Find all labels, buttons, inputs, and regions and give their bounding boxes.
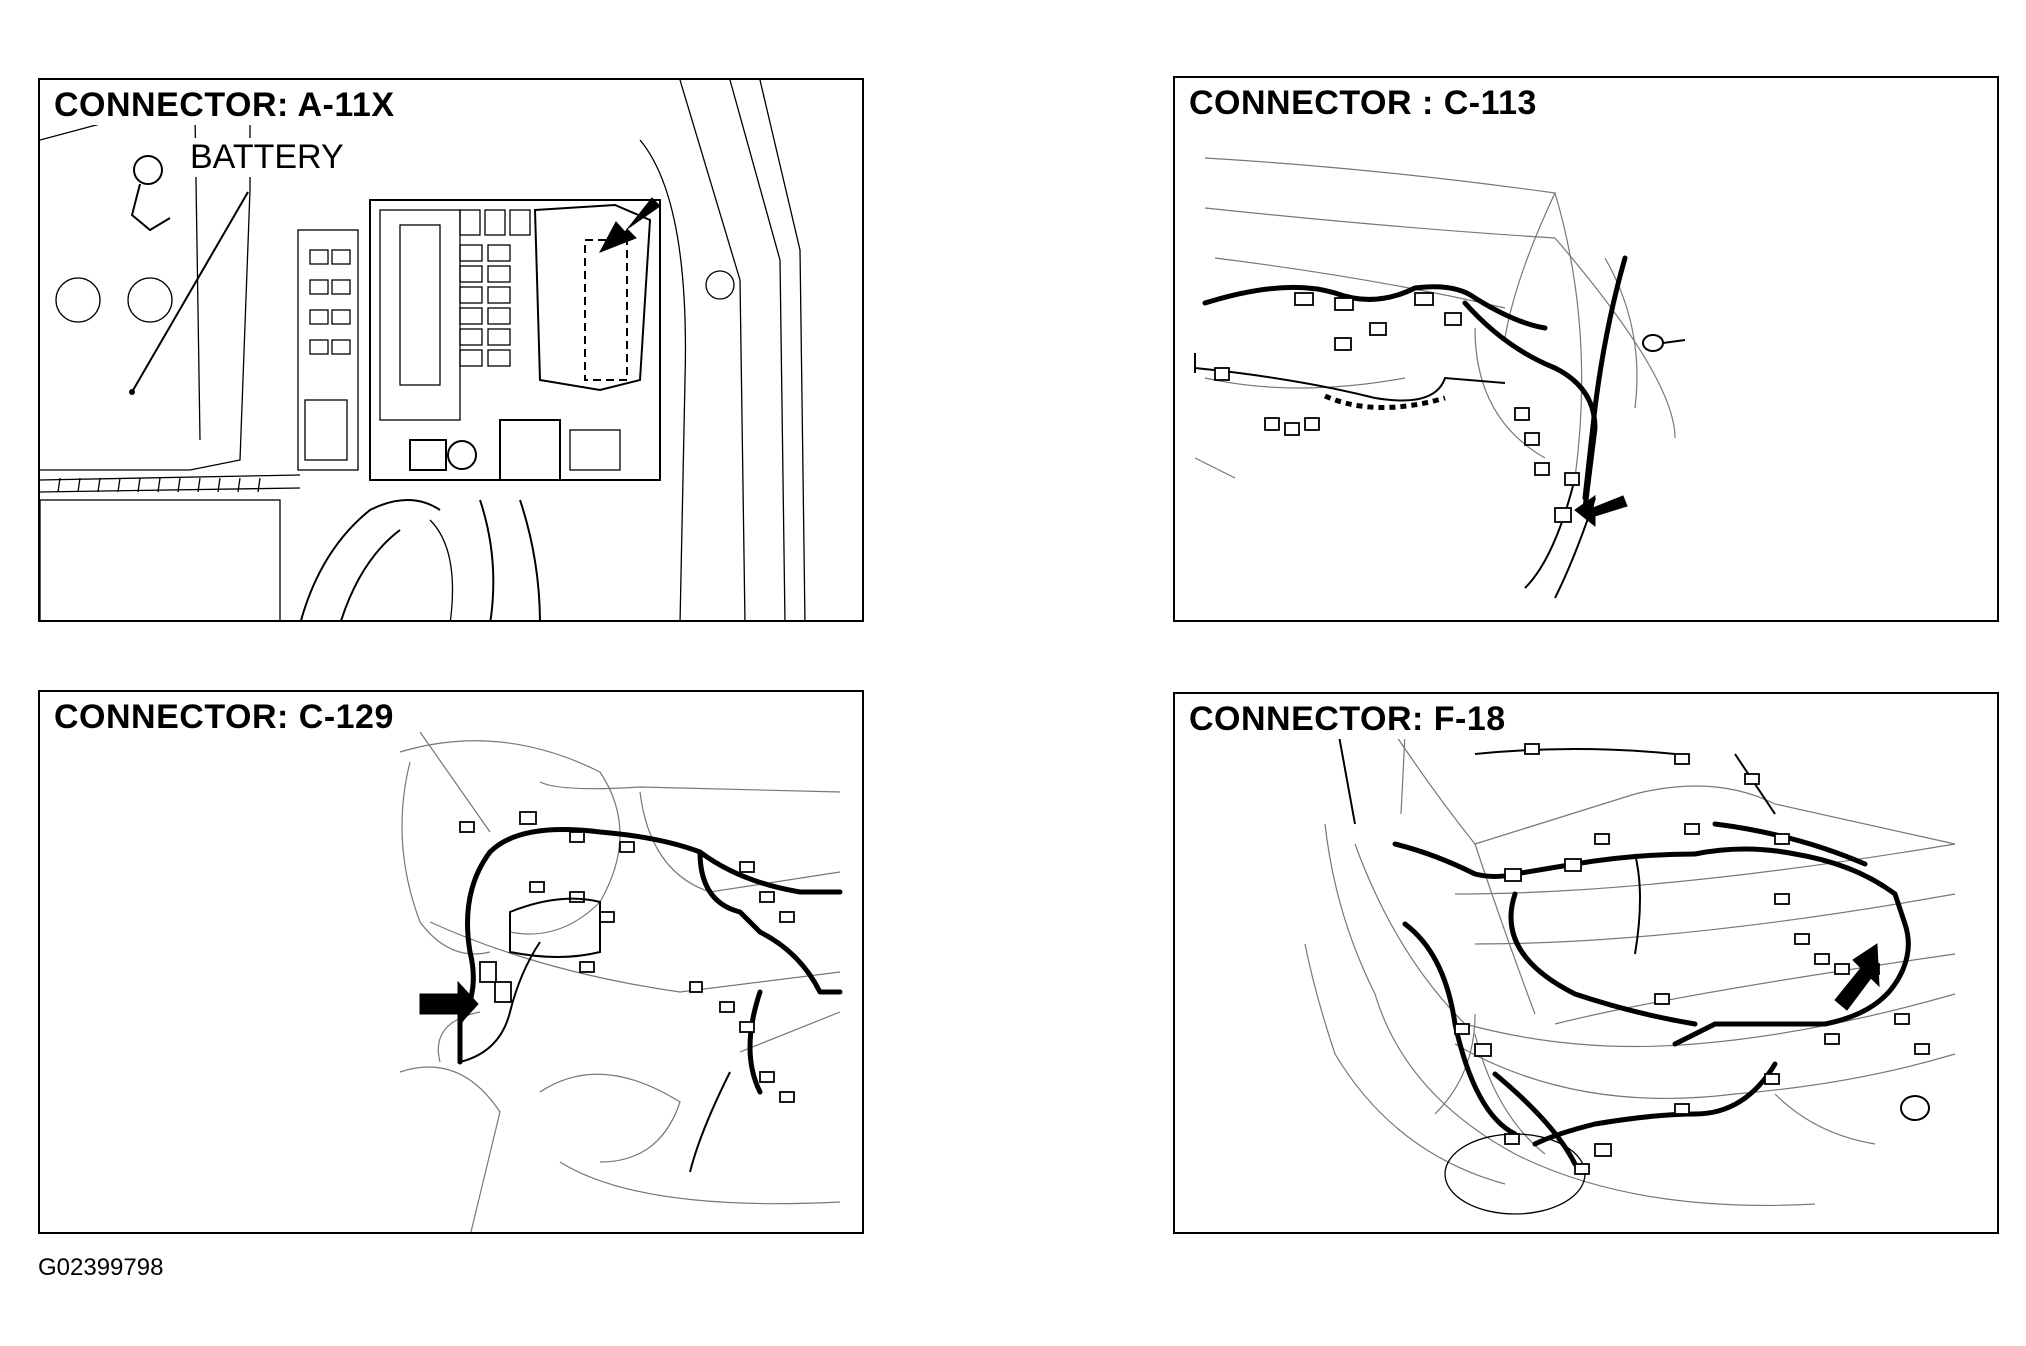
panel-title: CONNECTOR: C-129 [50,698,398,737]
figure-id: G02399798 [38,1254,164,1281]
panel-title: CONNECTOR: F-18 [1185,700,1510,739]
engine-bay-fuse-box-illustration [40,80,806,620]
panel-title: CONNECTOR : C-113 [1185,84,1541,123]
panel-title: CONNECTOR: A-11X [50,86,399,125]
instrument-panel-harness-illustration [1194,157,1686,599]
steering-column-harness-illustration [399,731,843,1232]
panel-connector-c129: CONNECTOR: C-129 [38,690,864,1234]
panel-connector-f18: CONNECTOR: F-18 [1173,692,1999,1234]
connector-arrow-icon [598,197,661,253]
battery-label: BATTERY [188,138,346,177]
connector-arrow-icon [1834,943,1880,1011]
connector-arrow-icon [1574,494,1628,528]
panel-connector-c113: CONNECTOR : C-113 [1173,76,1999,622]
panel-connector-a11x: CONNECTOR: A-11X BATTERY [38,78,864,622]
trunk-lid-harness-illustration [1304,713,1956,1215]
connector-arrow-icon [419,980,479,1028]
